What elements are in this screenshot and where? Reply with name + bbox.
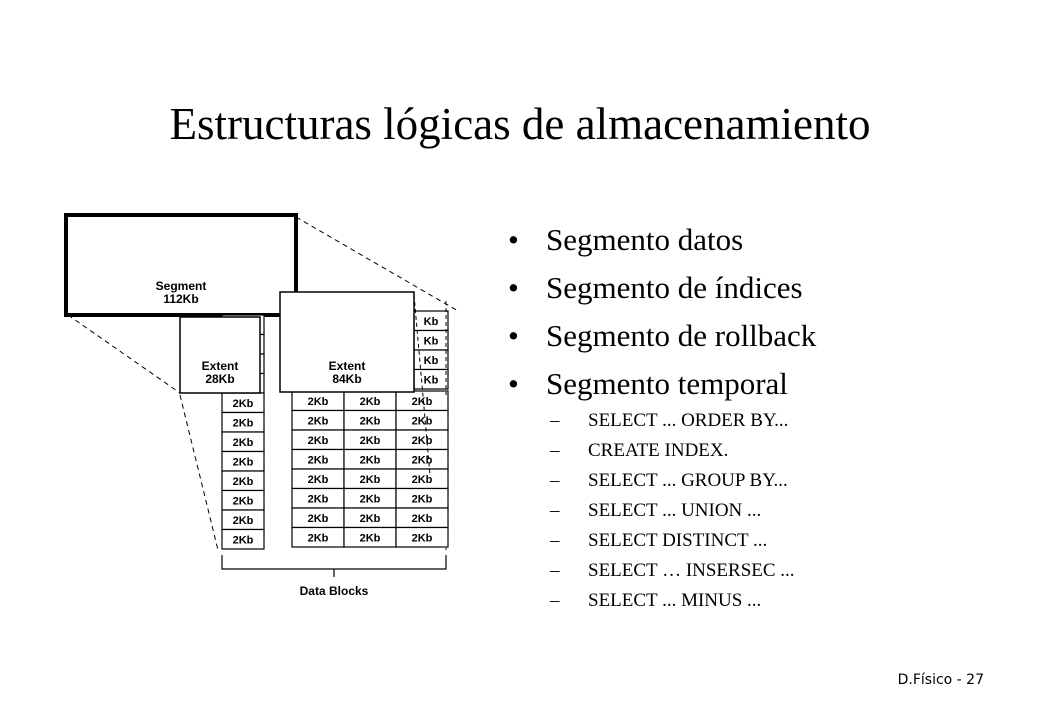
data-block-label: 2Kb	[233, 534, 254, 546]
data-block-label: 2Kb	[412, 435, 433, 447]
extent2-size: 84Kb	[332, 372, 361, 386]
data-block-label: 2Kb	[233, 495, 254, 507]
storage-structure-diagram: Segment 112Kb KbKbKbKb2Kb2Kb2Kb2Kb2Kb2Kb…	[64, 213, 459, 598]
extent2-projection-lines	[413, 294, 447, 476]
data-block-label: 2Kb	[412, 493, 433, 505]
data-block-label: 2Kb	[233, 417, 254, 429]
extent2-label: Extent	[329, 359, 366, 373]
extent1-box: Extent 28Kb	[179, 316, 261, 394]
data-block-label: 2Kb	[233, 456, 254, 468]
data-block-label: 2Kb	[360, 513, 381, 525]
bullet-item: •Segmento de rollback	[508, 318, 817, 353]
data-block	[395, 526, 449, 548]
data-block-label: 2Kb	[233, 476, 254, 488]
data-block-label: 2Kb	[308, 435, 329, 447]
data-block-label: 2Kb	[412, 513, 433, 525]
data-block-label: Kb	[424, 355, 439, 367]
sub-bullet-list: –SELECT ... ORDER BY... –CREATE INDEX. –…	[550, 406, 795, 616]
sub-item: –CREATE INDEX.	[550, 440, 729, 461]
extent1-label: Extent	[202, 359, 239, 373]
sub-item: –SELECT DISTINCT ...	[550, 530, 768, 551]
sub-item: –SELECT ... ORDER BY...	[550, 410, 789, 431]
data-block-label: 2Kb	[308, 513, 329, 525]
data-block-label: 2Kb	[412, 415, 433, 427]
segment-box: Segment 112Kb	[64, 213, 298, 317]
extent2-blocks: 2Kb 2Kb 2Kb 2Kb 2Kb 2Kb 2Kb 2Kb 2Kb 2Kb 2Kb 2Kb 2Kb 2…	[291, 310, 449, 548]
data-block-label: 2Kb	[308, 454, 329, 466]
bullet-item: •Segmento temporal	[508, 366, 788, 401]
data-block-label: 2Kb	[412, 454, 433, 466]
data-block-label: 2Kb	[360, 435, 381, 447]
data-block-label: 2Kb	[308, 532, 329, 544]
data-block-label: 2Kb	[412, 396, 433, 408]
bullet-item: •Segmento datos	[508, 222, 744, 257]
data-block-label: 2Kb	[360, 474, 381, 486]
data-block-label: 2Kb	[360, 532, 381, 544]
slide-title: Estructuras lógicas de almacenamiento	[169, 99, 871, 149]
data-block-label: 2Kb	[308, 493, 329, 505]
sub-item: –SELECT … INSERSEC ...	[550, 560, 795, 581]
bullet-item: •Segmento de índices	[508, 270, 803, 305]
extent2-box: Extent 84Kb	[279, 291, 415, 393]
data-block-label: 2Kb	[360, 493, 381, 505]
extent1-size: 28Kb	[205, 372, 234, 386]
sub-item: –SELECT ... GROUP BY...	[550, 470, 788, 491]
data-block-label: Kb	[424, 316, 439, 328]
sub-item: –SELECT ... MINUS ...	[550, 590, 762, 611]
data-block-label: 2Kb	[308, 415, 329, 427]
data-block-label: 2Kb	[233, 515, 254, 527]
data-block-label: 2Kb	[412, 474, 433, 486]
data-block	[221, 528, 265, 550]
data-block-label: 2Kb	[233, 398, 254, 410]
data-block-label: 2Kb	[308, 396, 329, 408]
data-block-label: Kb	[424, 374, 439, 386]
data-block-label: Kb	[424, 335, 439, 347]
data-block-label: 2Kb	[360, 396, 381, 408]
data-blocks-label: Data Blocks	[300, 584, 369, 598]
bullet-list: •Segmento datos •Segmento de índices •Se…	[508, 216, 816, 408]
slide-footer: D.Físico - 27	[897, 672, 984, 688]
segment-label: Segment	[156, 279, 207, 293]
data-block-label: 2Kb	[308, 474, 329, 486]
data-blocks-bracket	[221, 555, 447, 577]
sub-item: –SELECT ... UNION ...	[550, 500, 762, 521]
data-block-label: 2Kb	[360, 454, 381, 466]
data-block-label: 2Kb	[360, 415, 381, 427]
segment-size: 112Kb	[163, 292, 198, 306]
data-block-label: 2Kb	[412, 532, 433, 544]
data-block-label: 2Kb	[233, 437, 254, 449]
